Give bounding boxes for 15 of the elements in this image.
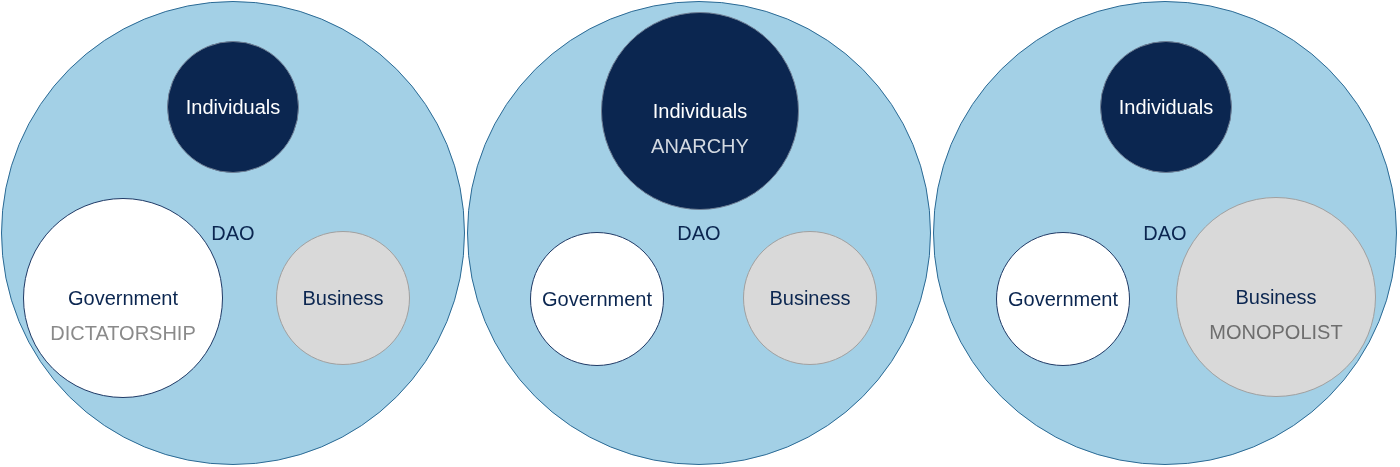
- circle-sublabel: DICTATORSHIP: [50, 322, 196, 344]
- circle-sublabel: MONOPOLIST: [1209, 321, 1343, 343]
- circle-label: Business: [769, 287, 851, 309]
- circle-label: Government: [1007, 288, 1119, 310]
- circle-label: Business: [302, 287, 384, 309]
- circle-label: DAO: [1143, 222, 1187, 244]
- circle-label: Business: [1235, 286, 1317, 308]
- circle-label: Government: [67, 287, 179, 309]
- circle-label: Government: [541, 288, 653, 310]
- circle-label: Individuals: [652, 100, 748, 122]
- circle-label: Individuals: [185, 96, 281, 118]
- circle-label: DAO: [211, 222, 255, 244]
- circle-sublabel: ANARCHY: [651, 135, 749, 157]
- circle-label: DAO: [677, 222, 721, 244]
- circle-label: Individuals: [1118, 96, 1214, 118]
